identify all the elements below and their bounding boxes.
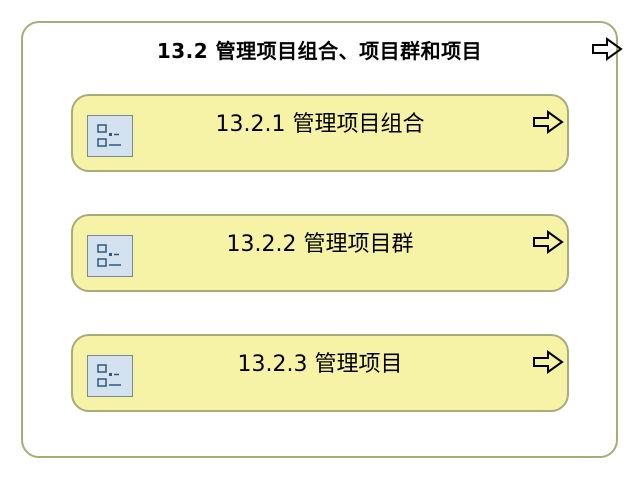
arrow-right-outline-icon[interactable] (531, 109, 565, 135)
arrow-right-outline-icon[interactable] (531, 349, 565, 375)
arrow-right-outline-icon[interactable] (590, 36, 624, 62)
process-card-label: 13.2.2 管理项目群 (226, 232, 414, 257)
checklist-icon (87, 235, 133, 277)
process-card-label: 13.2.1 管理项目组合 (215, 112, 425, 137)
section-title: 13.2 管理项目组合、项目群和项目 (156, 39, 483, 63)
process-card-13-2-2[interactable]: 13.2.2 管理项目群 (71, 214, 569, 292)
process-card-13-2-3[interactable]: 13.2.3 管理项目 (71, 334, 569, 412)
arrow-right-outline-icon[interactable] (531, 229, 565, 255)
process-card-label: 13.2.3 管理项目 (237, 352, 403, 377)
process-card-13-2-1[interactable]: 13.2.1 管理项目组合 (71, 94, 569, 172)
section-container: 13.2 管理项目组合、项目群和项目 13.2.1 管理项目组合 (21, 21, 623, 458)
checklist-icon (87, 115, 133, 157)
checklist-icon (87, 355, 133, 397)
